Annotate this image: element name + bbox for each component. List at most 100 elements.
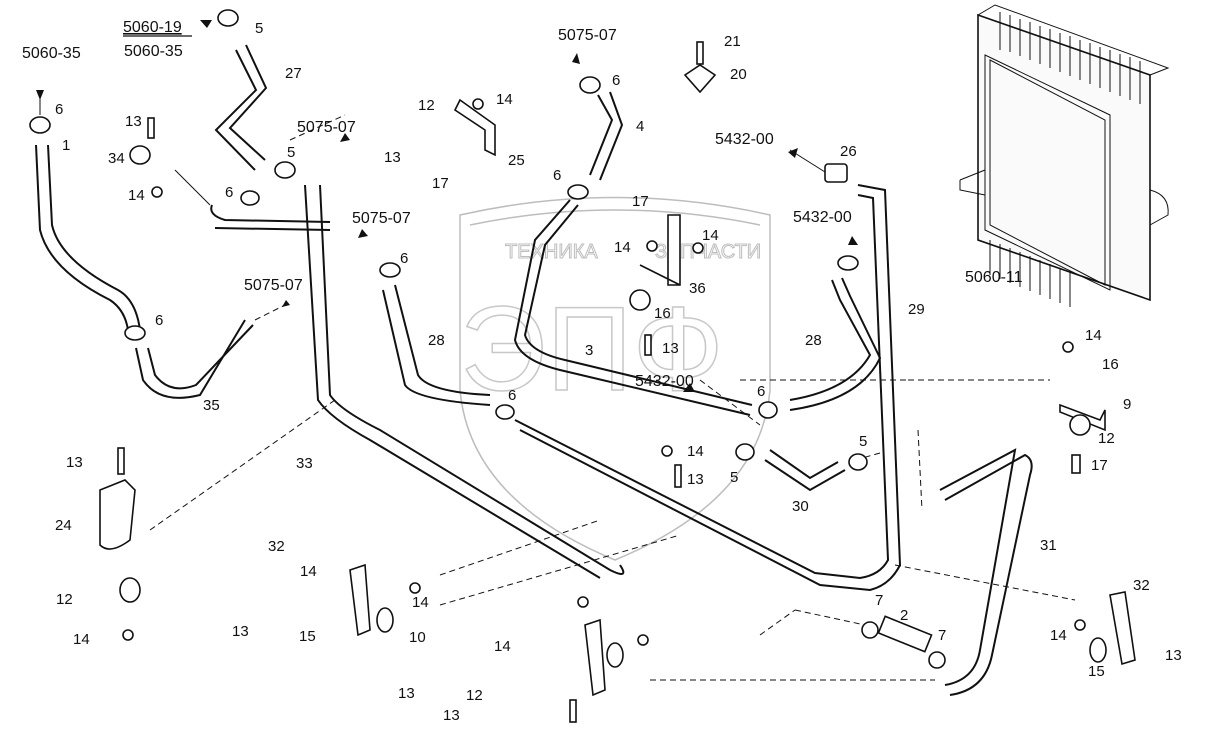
pipe-29 — [519, 184, 902, 592]
clip-12 — [119, 577, 141, 603]
small-parts — [29, 9, 1136, 723]
callout: 36 — [689, 280, 706, 297]
callout: 14 — [614, 239, 631, 256]
callout: 17 — [632, 193, 649, 210]
callout: 13 — [125, 113, 142, 130]
ref-5060-35-top: 5060-35 — [124, 43, 183, 60]
callout: 5 — [859, 433, 867, 450]
bracket-24 — [99, 479, 136, 550]
callout: 14 — [1085, 327, 1102, 344]
callout: 9 — [1123, 396, 1131, 413]
callout: 6 — [155, 312, 163, 329]
bolt-13 — [147, 117, 155, 139]
radiator — [959, 4, 1170, 307]
callout: 29 — [908, 301, 925, 318]
clip-15 — [376, 607, 394, 633]
callout: 6 — [508, 387, 516, 404]
reference-labels: 5060-35 5060-19 5060-35 5075-07 5075-07 … — [22, 19, 1023, 390]
callout: 5 — [287, 144, 295, 161]
callout: 26 — [840, 143, 857, 160]
callout: 5 — [730, 469, 738, 486]
ref-5060-19: 5060-19 — [123, 19, 182, 36]
callout: 28 — [805, 332, 822, 349]
callout: 10 — [409, 629, 426, 646]
pipe-3 — [513, 199, 751, 416]
callout: 17 — [1091, 457, 1108, 474]
callout: 15 — [299, 628, 316, 645]
callout: 14 — [73, 631, 90, 648]
hose-30 — [764, 459, 846, 492]
callout: 13 — [1165, 647, 1182, 664]
bracket-25 — [453, 98, 496, 157]
callout: 5 — [255, 20, 263, 37]
callout: 16 — [654, 305, 671, 322]
callout: 15 — [1088, 663, 1105, 680]
callout: 14 — [496, 91, 513, 108]
callout: 20 — [730, 66, 747, 83]
hose-28-left — [382, 289, 491, 406]
callout: 14 — [128, 187, 145, 204]
clamp-5 — [217, 9, 239, 27]
clip-34 — [129, 145, 151, 165]
callout: 33 — [296, 455, 313, 472]
hose-27 — [214, 49, 258, 171]
callout: 2 — [900, 607, 908, 624]
callout: 14 — [687, 443, 704, 460]
hose-2 — [877, 615, 933, 653]
callout: 13 — [398, 685, 415, 702]
callout: 6 — [55, 101, 63, 118]
hose-31 — [939, 448, 1017, 686]
callout: 12 — [418, 97, 435, 114]
callout: 25 — [508, 152, 525, 169]
hose-4 — [589, 94, 614, 176]
callout: 28 — [428, 332, 445, 349]
ref-5432-00-b: 5432-00 — [793, 209, 852, 226]
watermark-text-right: ЗАПЧАСТИ — [655, 241, 761, 263]
callout: 21 — [724, 33, 741, 50]
callout: 3 — [585, 342, 593, 359]
ref-5075-07-d: 5075-07 — [244, 277, 303, 294]
callout: 30 — [792, 498, 809, 515]
watermark-big-letters: ЭПФ — [460, 282, 724, 416]
hose-35 — [135, 319, 246, 399]
callout: 6 — [612, 72, 620, 89]
callout: 14 — [300, 563, 317, 580]
callout: 7 — [938, 627, 946, 644]
callout: 14 — [1050, 627, 1067, 644]
hose-28-right — [789, 279, 872, 401]
callout: 6 — [757, 383, 765, 400]
hose-1 — [35, 144, 129, 331]
callout: 17 — [432, 175, 449, 192]
callout: 32 — [268, 538, 285, 555]
callout: 7 — [875, 592, 883, 609]
watermark-text-left: ТЕХНИКА — [505, 241, 598, 263]
callout: 27 — [285, 65, 302, 82]
fitting-26 — [824, 163, 848, 183]
callout: 14 — [702, 227, 719, 244]
ref-5075-07-c: 5075-07 — [352, 210, 411, 227]
callout: 32 — [1133, 577, 1150, 594]
callout: 1 — [62, 137, 70, 154]
callout-numbers: 6 1 5 27 13 34 14 5 6 6 35 12 14 13 17 2… — [55, 20, 1182, 724]
callout: 16 — [1102, 356, 1119, 373]
callout: 6 — [400, 250, 408, 267]
ref-5432-00-c: 5432-00 — [635, 373, 694, 390]
callout: 6 — [553, 167, 561, 184]
pipe-33 — [319, 184, 625, 575]
callout: 31 — [1040, 537, 1057, 554]
callout: 12 — [56, 591, 73, 608]
callout: 13 — [232, 623, 249, 640]
callout: 14 — [494, 638, 511, 655]
callout: 13 — [687, 471, 704, 488]
callout: 13 — [443, 707, 460, 724]
ref-5060-11: 5060-11 — [965, 269, 1023, 286]
hoses — [35, 44, 1033, 696]
watermark: ТЕХНИКА ЗАПЧАСТИ ЭПФ — [459, 196, 771, 561]
callout: 34 — [108, 150, 125, 167]
clip-16 — [629, 289, 651, 311]
callout: 4 — [636, 118, 644, 135]
bracket-32-right — [1109, 591, 1136, 666]
leader-lines — [149, 114, 1076, 681]
